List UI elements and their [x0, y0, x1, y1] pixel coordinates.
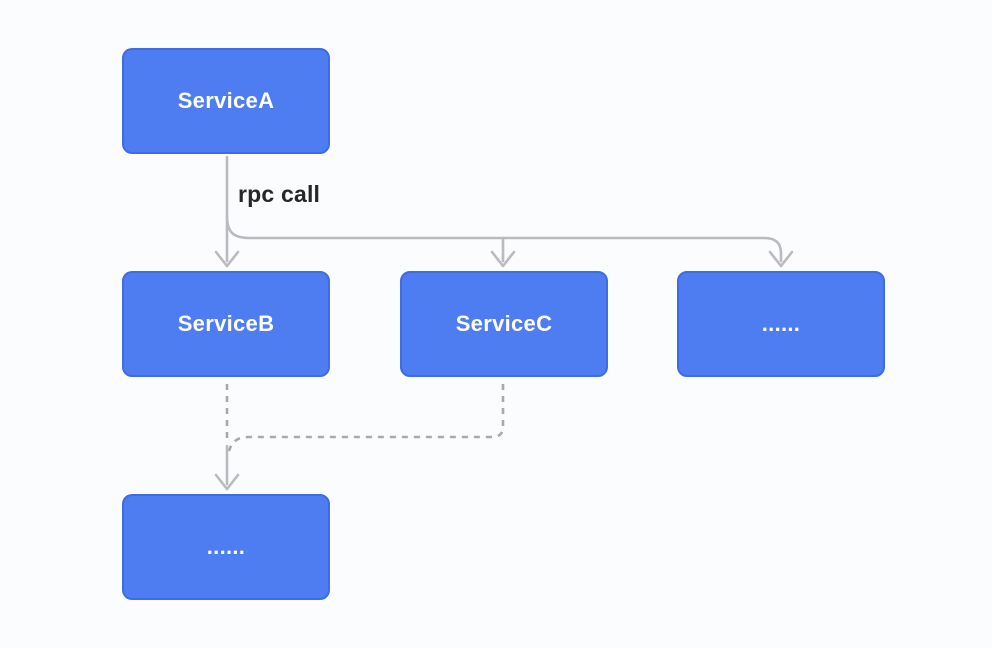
edge-branch-horizontal — [225, 214, 783, 263]
arrowhead-serviceb — [214, 250, 240, 268]
edge-label-rpc-call: rpc call — [238, 181, 321, 207]
arrowhead-more-services — [768, 250, 794, 268]
edge-servicec-downstream-dashed — [227, 384, 505, 452]
arrowhead-more-downstream — [214, 473, 240, 491]
node-more-downstream: ...... — [122, 494, 330, 600]
node-service-b: ServiceB — [122, 271, 330, 377]
node-service-c: ServiceC — [400, 271, 608, 377]
node-more-services: ...... — [677, 271, 885, 377]
node-service-a: ServiceA — [122, 48, 330, 154]
arrowhead-servicec — [490, 250, 516, 268]
